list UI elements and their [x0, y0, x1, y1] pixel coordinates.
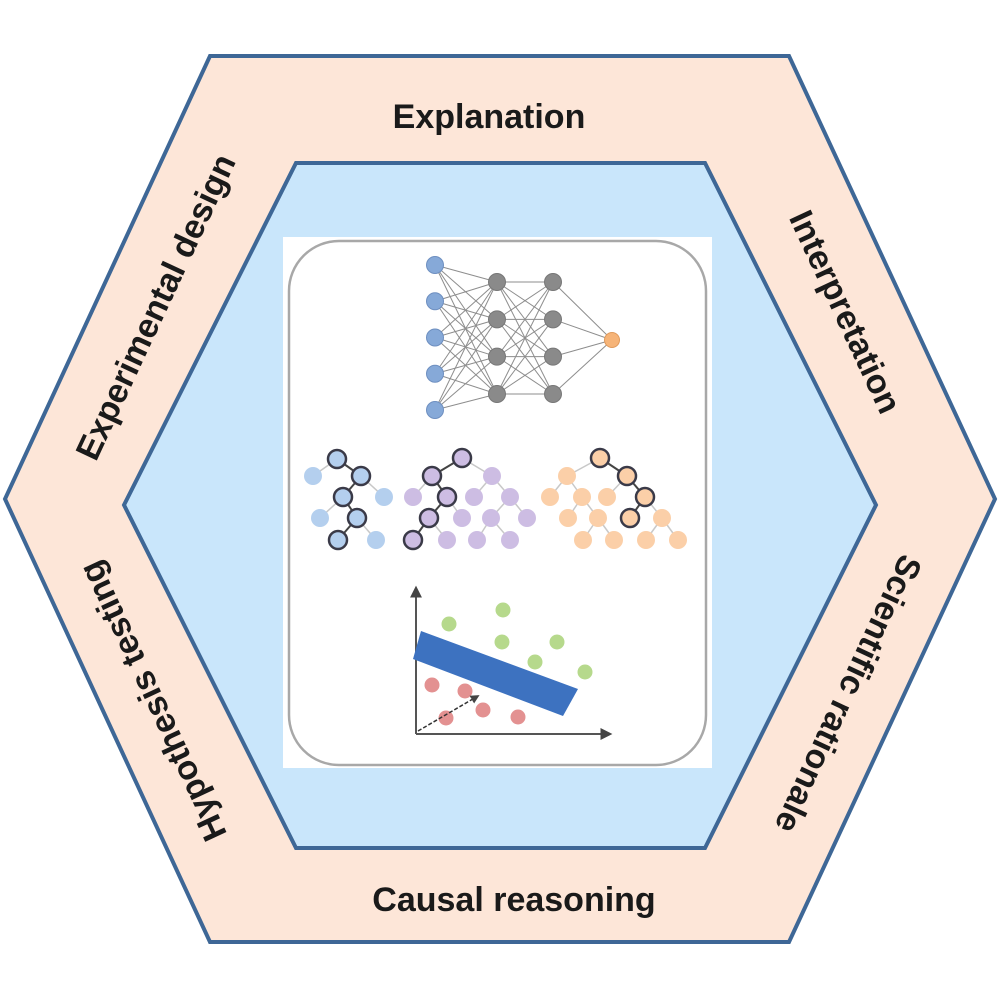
nn-edge: [434, 281, 498, 302]
tree-node: [468, 531, 486, 549]
tree-node-highlighted: [616, 465, 638, 487]
tree-node: [653, 509, 671, 527]
tree-node: [637, 531, 655, 549]
svm-point-green: [494, 634, 510, 650]
nn-edge: [552, 339, 613, 358]
svm-point-red: [424, 677, 440, 693]
svm-margin-band: [413, 631, 578, 716]
nn-node-hidden: [488, 347, 506, 366]
nn-edge: [434, 264, 498, 357]
nn-node-hidden: [544, 310, 562, 329]
nn-node-hidden: [544, 273, 562, 291]
nn-node-hidden: [544, 385, 562, 403]
nn-edge: [434, 356, 498, 411]
tree-node: [558, 467, 576, 485]
nn-edge: [434, 281, 498, 375]
tree-node: [465, 488, 483, 506]
tree-node: [404, 488, 422, 506]
svm-point-red: [457, 683, 473, 699]
models-panel: [287, 239, 708, 767]
nn-edge: [552, 339, 613, 395]
tree-node-highlighted: [634, 486, 656, 508]
nn-edge: [496, 319, 554, 395]
svm-point-red: [438, 710, 454, 726]
nn-edge: [496, 281, 554, 395]
tree-node: [598, 488, 616, 506]
tree-node: [541, 488, 559, 506]
tree-node: [574, 531, 592, 549]
nn-edge: [434, 300, 498, 358]
nn-node-hidden: [488, 273, 506, 291]
tree-node: [501, 531, 519, 549]
nn-edge: [434, 393, 498, 411]
svm-vector-arrow: [417, 695, 480, 732]
tree-node: [589, 509, 607, 527]
svm-point-green: [549, 634, 565, 650]
nn-node-input: [426, 328, 444, 347]
tree-node: [501, 488, 519, 506]
tree-node-highlighted: [402, 529, 424, 551]
tree-node-highlighted: [451, 447, 473, 469]
tree-node: [573, 488, 591, 506]
tree-node: [367, 531, 385, 549]
tree-node-highlighted: [346, 507, 368, 529]
tree-node-highlighted: [418, 507, 440, 529]
tree-node-highlighted: [421, 465, 443, 487]
tree-node: [482, 509, 500, 527]
tree-node: [483, 467, 501, 485]
nn-node-input: [426, 292, 444, 311]
decision-tree-blue: [304, 448, 393, 551]
decision-trees-illustration: [304, 447, 687, 551]
svm-point-green: [527, 654, 543, 670]
svm-point-red: [475, 702, 491, 718]
nn-edge: [552, 281, 613, 341]
decision-tree-orange: [541, 447, 687, 549]
tree-node: [438, 531, 456, 549]
svm-point-red: [510, 709, 526, 725]
nn-node-hidden: [488, 385, 506, 403]
nn-node-input: [426, 256, 444, 274]
tree-node-highlighted: [326, 448, 348, 470]
nn-edge: [434, 319, 498, 411]
nn-node-hidden: [488, 310, 506, 329]
tree-node-highlighted: [327, 529, 349, 551]
tree-node: [518, 509, 536, 527]
tree-node-highlighted: [589, 447, 611, 469]
nn-edge: [434, 300, 498, 395]
tree-node: [605, 531, 623, 549]
tree-node-highlighted: [350, 465, 372, 487]
nn-node-input: [426, 364, 444, 383]
tree-node: [304, 467, 322, 485]
nn-edge: [552, 318, 613, 341]
tree-node: [453, 509, 471, 527]
nn-edge: [496, 281, 554, 357]
nn-node-hidden: [544, 347, 562, 366]
tree-node-highlighted: [436, 486, 458, 508]
nn-node-output: [604, 332, 620, 348]
nn-edge: [496, 281, 554, 320]
svm-point-green: [495, 602, 511, 618]
label-causal-reasoning: Causal reasoning: [372, 881, 655, 919]
svm-illustration: [410, 585, 613, 740]
tree-node: [559, 509, 577, 527]
label-explanation: Explanation: [393, 98, 586, 136]
tree-node-highlighted: [619, 507, 641, 529]
nn-edge: [496, 356, 554, 395]
tree-node-highlighted: [332, 486, 354, 508]
nn-edge: [434, 281, 498, 411]
nn-edge: [434, 264, 498, 320]
tree-node: [311, 509, 329, 527]
svm-point-green: [577, 664, 593, 680]
nn-edge: [434, 264, 498, 283]
nn-node-input: [426, 401, 444, 419]
neural-network-illustration: [426, 256, 620, 419]
svm-point-green: [441, 616, 457, 632]
nn-edge: [434, 281, 498, 338]
nn-edge: [434, 337, 498, 395]
decision-tree-purple: [402, 447, 536, 551]
tree-node: [375, 488, 393, 506]
tree-node: [669, 531, 687, 549]
